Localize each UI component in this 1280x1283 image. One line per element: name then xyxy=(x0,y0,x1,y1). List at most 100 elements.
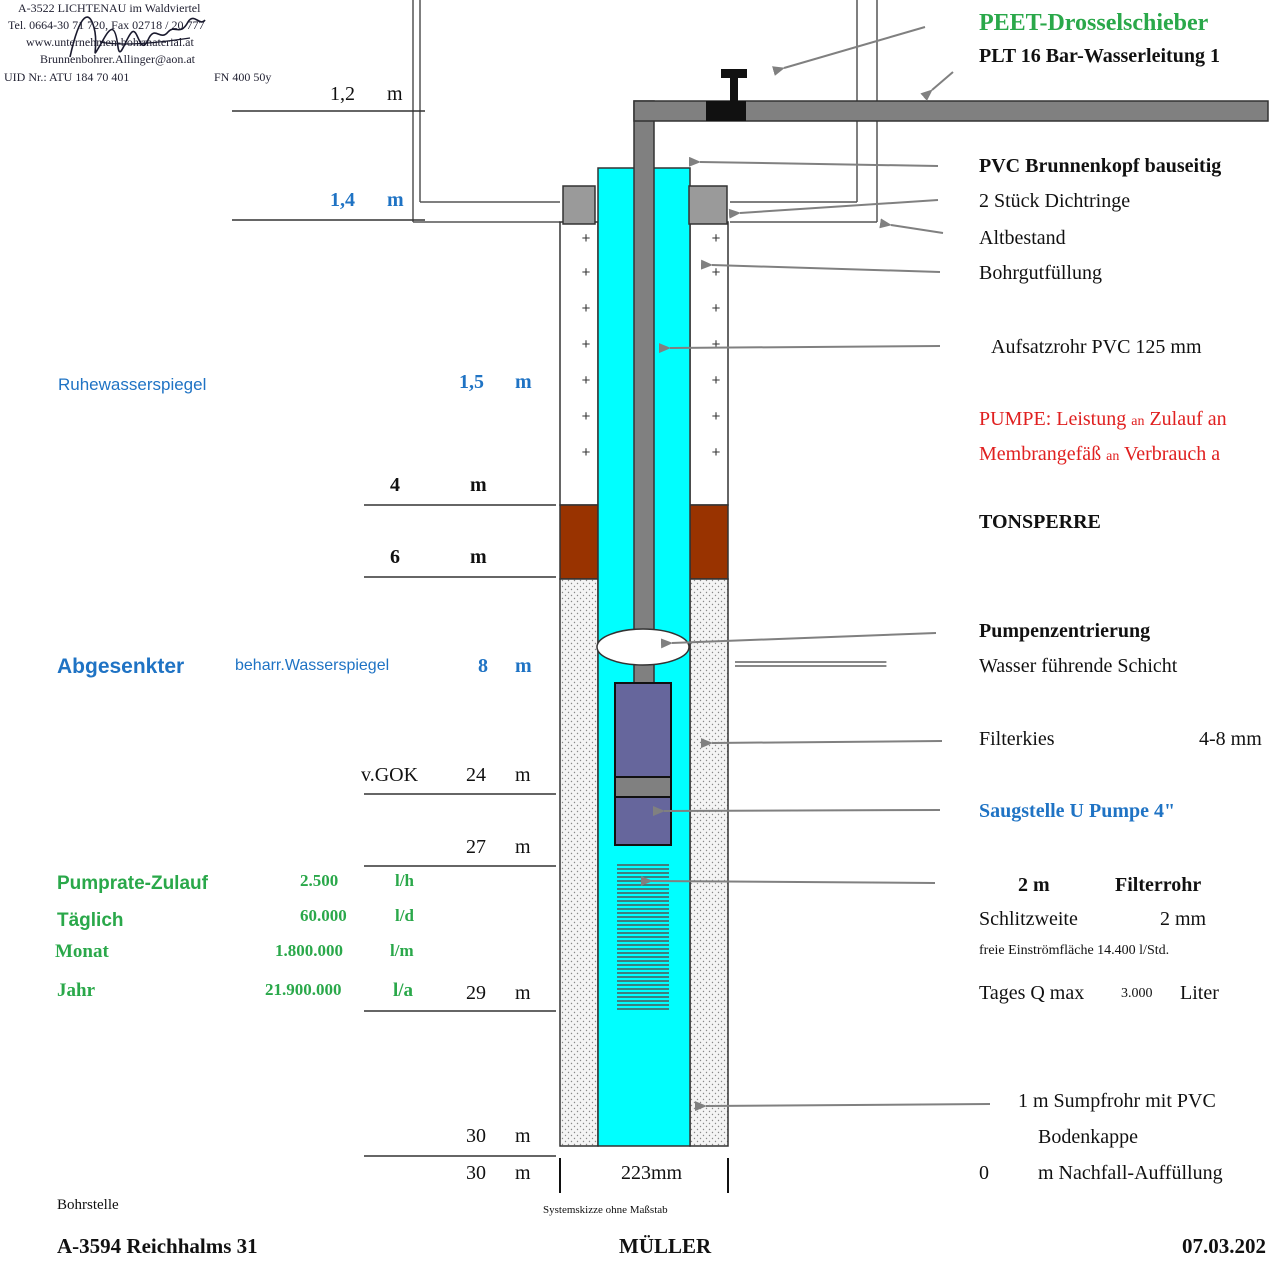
pumprate-value: 2.500 xyxy=(300,871,339,890)
taeglich-label: Täglich xyxy=(57,910,124,931)
water-line-pipe xyxy=(633,100,1269,122)
svg-text:+: + xyxy=(712,230,721,247)
filterrohr-label: Filterrohr xyxy=(1115,874,1202,896)
schlitzweite-value: 2 mm xyxy=(1160,908,1207,930)
tages-q-max-value: 3.000 xyxy=(1121,986,1153,1001)
dichtringe-label: 2 Stück Dichtringe xyxy=(979,190,1131,212)
depth-30a-value: 30 xyxy=(466,1125,486,1147)
client-name: MÜLLER xyxy=(619,1234,712,1258)
ruhewasserspiegel-label: Ruhewasserspiegel xyxy=(58,375,207,394)
tonsperre-left xyxy=(559,504,599,580)
pumpenzentrierung-label: Pumpenzentrierung xyxy=(979,620,1151,642)
filterkies-label: Filterkies xyxy=(979,728,1055,750)
bohrgut-fill-left xyxy=(559,221,599,506)
svg-text:+: + xyxy=(582,408,591,425)
wasser-fuehrende-schicht-label: Wasser führende Schicht xyxy=(979,655,1178,677)
company-stamp: A-3522 LICHTENAU im Waldviertel Tel. 066… xyxy=(4,1,272,84)
depth-8-unit: m xyxy=(515,655,532,677)
depth-29-value: 29 xyxy=(466,982,486,1004)
handwritten-signature xyxy=(69,16,206,58)
pumprate-label: Pumprate-Zulauf xyxy=(57,873,208,894)
bohrgutfuellung-label: Bohrgutfüllung xyxy=(979,262,1102,284)
depth-30a-unit: m xyxy=(515,1125,531,1147)
svg-text:+: + xyxy=(712,408,721,425)
depth-1-4-value: 1,4 xyxy=(330,189,355,211)
depth-27-unit: m xyxy=(515,836,531,858)
pumpe-leistung-label: PUMPE: Leistung an Zulauf an xyxy=(979,408,1227,430)
svg-text:+: + xyxy=(582,230,591,247)
beharr-wasserspiegel-label: beharr.Wasserspiegel xyxy=(235,657,390,674)
depth-4-value: 4 xyxy=(390,474,400,496)
monat-value: 1.800.000 xyxy=(275,941,343,960)
svg-text:+: + xyxy=(712,300,721,317)
tonsperre-label: TONSPERRE xyxy=(979,511,1101,533)
svg-text:+: + xyxy=(712,444,721,461)
monat-unit: l/m xyxy=(390,941,414,960)
brunnenkopf-label: PVC Brunnenkopf bauseitig xyxy=(979,155,1222,177)
depth-4-unit: m xyxy=(470,474,487,496)
well-cap-right xyxy=(688,185,728,225)
svg-text:+: + xyxy=(582,444,591,461)
depth-lines xyxy=(232,110,556,1157)
tonsperre-right xyxy=(689,504,729,580)
depth-30b-value: 30 xyxy=(466,1162,486,1184)
schlitzweite-label: Schlitzweite xyxy=(979,908,1078,930)
nachfall-label: m Nachfall-Auffüllung xyxy=(1038,1162,1223,1184)
bodenkappe-label: Bodenkappe xyxy=(1038,1126,1138,1148)
leader-arrows xyxy=(640,26,991,1112)
depth-8-value: 8 xyxy=(478,655,488,677)
filterkies-right xyxy=(689,578,729,1147)
svg-text:+: + xyxy=(712,336,721,353)
drossel-valve xyxy=(706,69,747,121)
svg-text:+: + xyxy=(712,372,721,389)
filterrohr-length: 2 m xyxy=(1018,874,1050,896)
monat-label: Monat xyxy=(55,941,109,962)
saugstelle-label: Saugstelle U Pumpe 4" xyxy=(979,800,1176,822)
svg-text:+: + xyxy=(582,300,591,317)
nachfall-value: 0 xyxy=(979,1162,989,1184)
riser-pipe xyxy=(633,100,655,684)
svg-text:+: + xyxy=(582,264,591,281)
sumpfrohr-label: 1 m Sumpfrohr mit PVC xyxy=(1018,1090,1216,1112)
depth-24-value: 24 xyxy=(466,764,486,786)
address-label: A-3594 Reichhalms 31 xyxy=(57,1234,258,1258)
depth-1-5-value: 1,5 xyxy=(459,371,484,393)
systemskizze-note: Systemskizze ohne Maßstab xyxy=(543,1204,668,1216)
svg-text:+: + xyxy=(582,372,591,389)
taeglich-value: 60.000 xyxy=(300,906,347,925)
jahr-label: Jahr xyxy=(57,980,95,1001)
altbestand-label: Altbestand xyxy=(979,227,1066,249)
bohrstelle-label: Bohrstelle xyxy=(57,1197,119,1213)
taeglich-unit: l/d xyxy=(395,906,414,925)
depth-1-2-value: 1,2 xyxy=(330,83,355,105)
depth-24-unit: m xyxy=(515,764,531,786)
plt-wasserleitung-label: PLT 16 Bar-Wasserleitung 1 xyxy=(979,45,1220,67)
date-label: 07.03.202 xyxy=(1182,1234,1266,1258)
submersible-pump xyxy=(614,682,672,846)
filterkies-left xyxy=(559,578,599,1147)
depth-6-unit: m xyxy=(470,546,487,568)
jahr-unit: l/a xyxy=(393,980,414,1001)
pumpenzentrierung-ring xyxy=(596,628,690,666)
tages-q-max-unit: Liter xyxy=(1180,982,1219,1004)
peet-drosselschieber-label: PEET-Drosselschieber xyxy=(979,10,1209,36)
depth-1-5-unit: m xyxy=(515,371,532,393)
bohrgut-plus-marks: ++ ++ ++ ++ ++ ++ ++ xyxy=(582,230,721,461)
borehole xyxy=(559,221,729,1147)
depth-27-value: 27 xyxy=(466,836,486,858)
filterkies-size: 4-8 mm xyxy=(1199,728,1262,750)
depth-6-value: 6 xyxy=(390,546,400,568)
vgok-label: v.GOK xyxy=(361,765,419,785)
well-cap-left xyxy=(562,185,596,225)
depth-1-4-unit: m xyxy=(387,189,404,211)
depth-29-unit: m xyxy=(515,982,531,1004)
abgesenkter-label: Abgesenkter xyxy=(57,655,185,678)
jahr-value: 21.900.000 xyxy=(265,980,342,999)
aufsatzrohr-label: Aufsatzrohr PVC 125 mm xyxy=(991,336,1202,358)
depth-1-2-unit: m xyxy=(387,83,403,105)
membrangefaess-label: Membrangefäß an Verbrauch a xyxy=(979,443,1221,465)
diameter-label: 223mm xyxy=(621,1162,683,1184)
pumprate-unit: l/h xyxy=(395,871,414,890)
